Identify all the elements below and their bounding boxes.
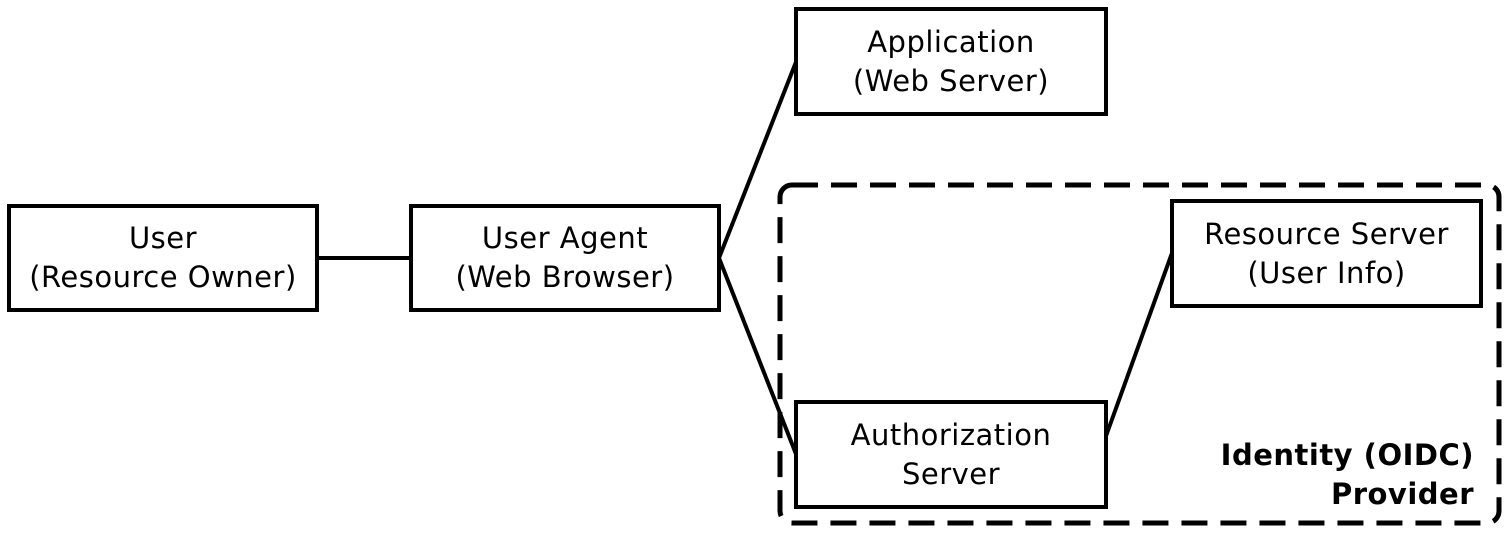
resource-server-node-title: Resource Server <box>1204 216 1449 251</box>
user-agent-node: User Agent (Web Browser) <box>409 204 721 312</box>
identity-provider-region <box>777 182 1502 526</box>
application-node-subtitle: (Web Server) <box>852 63 1050 98</box>
user-node: User (Resource Owner) <box>7 204 319 312</box>
user-agent-node-subtitle: (Web Browser) <box>455 260 675 294</box>
authorization-server-node-subtitle: Server <box>901 456 1001 491</box>
user-node-title: User <box>128 221 198 255</box>
authorization-server-node-title: Authorization <box>850 417 1052 452</box>
authorization-server-node: Authorization Server <box>794 400 1108 509</box>
edge-authorization-server-to-resource-server <box>1104 252 1174 437</box>
edge-user-agent-to-application <box>717 61 798 259</box>
resource-server-node-subtitle: (User Info) <box>1247 255 1406 290</box>
application-node: Application (Web Server) <box>794 7 1108 116</box>
identity-provider-label-line1: Identity (OIDC) <box>1220 438 1474 472</box>
resource-server-node: Resource Server (User Info) <box>1170 199 1483 308</box>
user-node-subtitle: (Resource Owner) <box>29 260 297 294</box>
user-agent-node-title: User Agent <box>481 221 649 255</box>
identity-provider-label: Identity (OIDC) Provider <box>1221 436 1474 514</box>
application-node-title: Application <box>867 24 1035 59</box>
edge-user-agent-to-authorization-server <box>717 257 798 455</box>
identity-provider-label-line2: Provider <box>1330 477 1474 511</box>
